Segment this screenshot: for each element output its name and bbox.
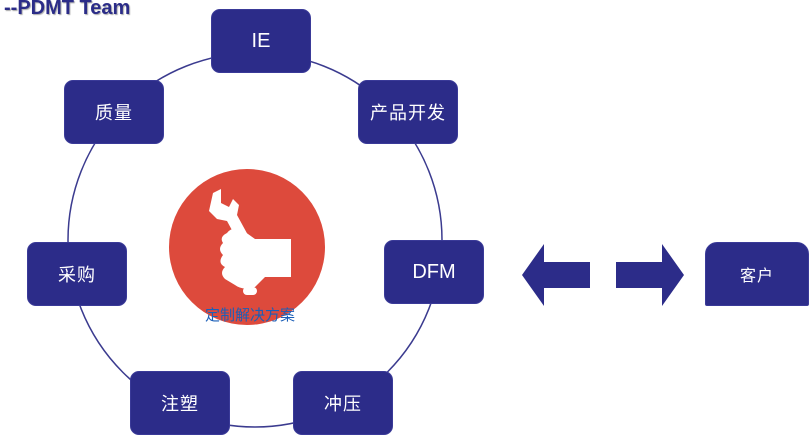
node-customer-label: 客户 — [739, 266, 774, 285]
node-product-development[interactable]: 产品开发 — [358, 80, 458, 144]
node-stamping-label: 冲压 — [324, 394, 362, 415]
node-quality-label: 质量 — [95, 103, 133, 124]
node-injection-molding-label: 注塑 — [161, 394, 199, 415]
node-customer[interactable]: 客户 — [705, 242, 809, 306]
hub-label: 定制解决方案 — [204, 306, 295, 324]
node-dfm[interactable]: DFM — [384, 240, 484, 304]
node-dfm-label: DFM — [412, 260, 456, 283]
node-stamping[interactable]: 冲压 — [293, 371, 393, 435]
node-ie[interactable]: IE — [211, 9, 311, 73]
arrow-left-icon — [522, 244, 590, 306]
node-quality[interactable]: 质量 — [64, 80, 164, 144]
solution-hub — [169, 169, 325, 325]
hand-wrench-icon — [209, 189, 291, 295]
node-product-development-label: 产品开发 — [370, 103, 446, 124]
node-purchasing[interactable]: 采购 — [27, 242, 127, 306]
team-title: --PDMT Team — [4, 0, 131, 19]
arrow-right-icon — [616, 244, 684, 306]
node-ie-label: IE — [251, 29, 271, 52]
node-purchasing-label: 采购 — [58, 265, 96, 286]
node-injection-molding[interactable]: 注塑 — [130, 371, 230, 435]
